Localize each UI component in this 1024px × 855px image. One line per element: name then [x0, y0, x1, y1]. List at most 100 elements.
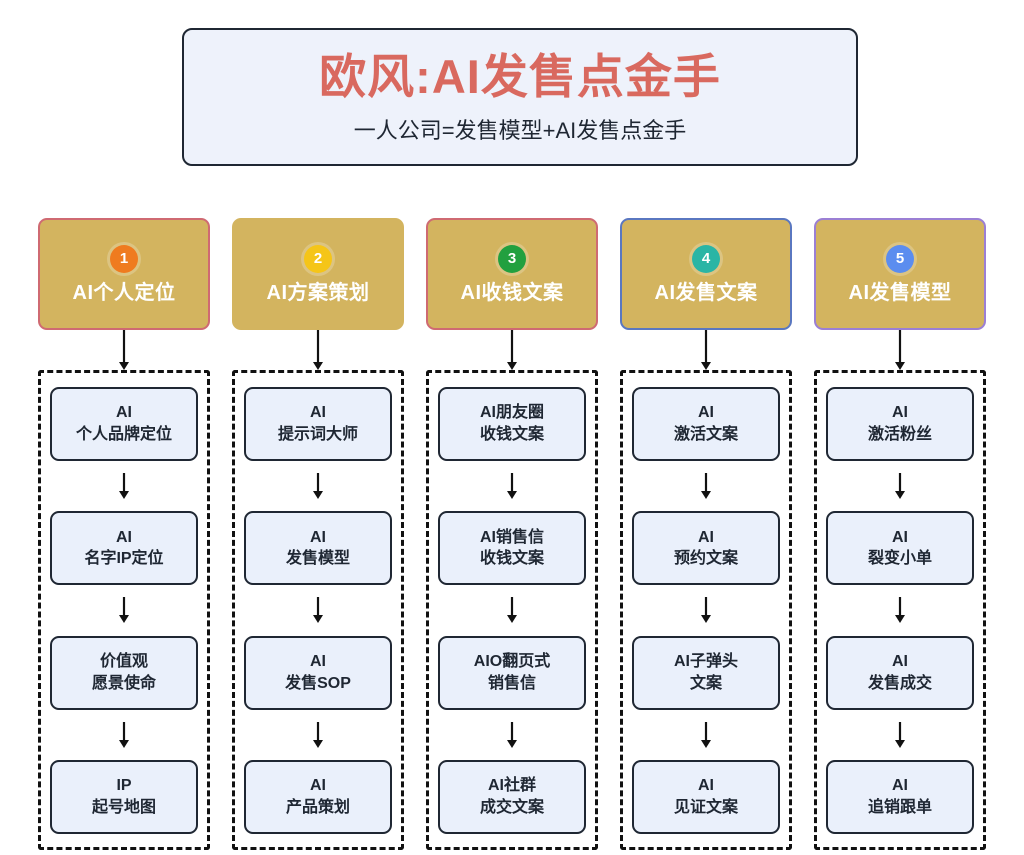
column-header-label: AI个人定位: [72, 281, 176, 304]
flow-item[interactable]: AI 个人品牌定位: [50, 387, 198, 461]
flow-item-line2: 激活粉丝: [867, 426, 932, 443]
step-connector-arrow: [892, 720, 908, 750]
page-subtitle: 一人公司=发售模型+AI发售点金手: [353, 117, 687, 143]
flow-item-line2: 发售成交: [867, 674, 932, 692]
flow-item-line2: 起号地图: [91, 798, 156, 816]
flow-item[interactable]: AI 预约文案: [632, 511, 780, 586]
flow-arrow-icon: [507, 473, 517, 500]
flow-arrow-icon: [313, 597, 323, 624]
step-number-badge: 5: [886, 244, 914, 273]
flow-arrow-icon: [895, 473, 905, 500]
flow-arrow-icon: [701, 721, 711, 748]
flow-arrow-icon: [507, 721, 517, 748]
flow-item[interactable]: AI 名字IP定位: [50, 511, 198, 586]
step-number-badge: 1: [110, 244, 138, 273]
header-to-group-connector: [38, 330, 210, 370]
flow-item[interactable]: AI 发售模型: [244, 511, 392, 586]
step-connector-arrow: [892, 595, 908, 625]
flow-item-line1: AI子弹头: [673, 653, 738, 671]
flow-item-line1: AI: [698, 528, 714, 546]
flow-item-line1: AI: [310, 528, 326, 546]
flow-arrow-icon: [507, 330, 517, 370]
flow-arrow-icon: [313, 473, 323, 500]
flow-item-line2: 愿景使命: [91, 674, 156, 692]
flow-item-line1: AI: [892, 777, 908, 795]
flow-item[interactable]: 价值观愿景使命: [50, 635, 198, 710]
flow-item-line1: AI朋友圈: [479, 404, 544, 422]
flow-item-line2: 见证文案: [673, 798, 738, 816]
flow-item[interactable]: AI朋友圈收钱文案: [438, 387, 586, 461]
step-connector-arrow: [504, 720, 520, 750]
flow-item-line1: AI: [698, 404, 714, 422]
flow-item-line1: AI: [116, 404, 132, 422]
flow-item-line2: 收钱文案: [479, 550, 544, 568]
flow-arrow-icon: [895, 330, 905, 370]
flow-item-line1: 价值观: [99, 653, 148, 671]
flow-item-line1: AIO翻页式: [473, 653, 551, 671]
flow-item-line2: 个人品牌定位: [75, 426, 172, 443]
step-connector-arrow: [504, 471, 520, 501]
flow-item-line1: AI: [310, 653, 326, 671]
flow-item[interactable]: AI 发售成交: [826, 635, 974, 710]
step-number-badge: 4: [692, 244, 720, 273]
flow-item-line1: AI: [116, 528, 132, 546]
flow-item-line2: 名字IP定位: [84, 550, 164, 568]
flow-item[interactable]: AI销售信收钱文案: [438, 511, 586, 586]
flow-item-line2: 产品策划: [285, 798, 350, 816]
flow-item-line1: AI: [892, 653, 908, 671]
flow-arrow-icon: [119, 330, 129, 370]
header-to-group-connector: [232, 330, 404, 370]
step-connector-arrow: [698, 471, 714, 501]
flow-item-line2: 发售模型: [285, 550, 350, 568]
column-header-label: AI收钱文案: [460, 281, 564, 304]
step-connector-arrow: [310, 471, 326, 501]
column-header-label: AI发售模型: [848, 281, 952, 304]
flow-item-line2: 提示词大师: [277, 426, 358, 443]
step-connector-arrow: [698, 595, 714, 625]
flow-item-line1: AI社群: [487, 777, 536, 795]
flow-arrow-icon: [895, 721, 905, 748]
flow-arrow-icon: [313, 721, 323, 748]
step-number-badge: 2: [304, 244, 332, 273]
header-to-group-connector: [426, 330, 598, 370]
flow-item-line2: 发售SOP: [285, 674, 351, 692]
flow-item[interactable]: AI社群成交文案: [438, 759, 586, 834]
step-connector-arrow: [698, 720, 714, 750]
step-number-badge: 3: [498, 244, 526, 273]
flow-item[interactable]: AI 激活粉丝: [826, 387, 974, 461]
flow-arrow-icon: [119, 597, 129, 624]
header-to-group-connector: [814, 330, 986, 370]
flow-item[interactable]: AIO翻页式销售信: [438, 635, 586, 710]
step-connector-arrow: [310, 720, 326, 750]
header-to-group-connector: [620, 330, 792, 370]
flow-arrow-icon: [895, 597, 905, 624]
flow-item-line1: AI: [892, 404, 908, 422]
flow-item[interactable]: AI 发售SOP: [244, 635, 392, 710]
flow-item[interactable]: AI子弹头文案: [632, 635, 780, 710]
flow-arrow-icon: [701, 473, 711, 500]
flow-arrow-icon: [313, 330, 323, 370]
flow-item-line2: 预约文案: [673, 550, 738, 568]
